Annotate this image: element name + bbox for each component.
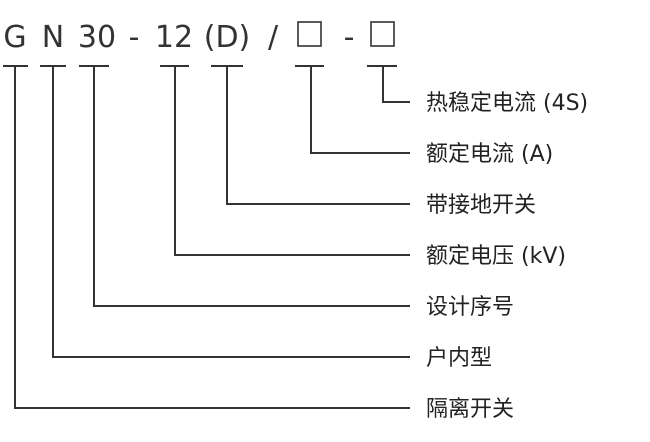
code-dash-2: - bbox=[344, 20, 355, 55]
label-rated-voltage: 额定电压 (kV) bbox=[426, 244, 566, 269]
labels: 热稳定电流 (4S) 额定电流 (A) 带接地开关 额定电压 (kV) 设计序号… bbox=[426, 91, 588, 422]
code-30: 30 bbox=[78, 20, 116, 55]
leader-grounding-switch bbox=[226, 66, 410, 205]
label-disconnect-switch: 隔离开关 bbox=[426, 397, 514, 422]
leader-rated-voltage bbox=[174, 66, 410, 256]
leader-indoor-type bbox=[52, 66, 410, 358]
code-slash: / bbox=[268, 20, 279, 55]
leader-thermal-current bbox=[382, 66, 410, 103]
code-row: G N 30 - 12 (D) / - bbox=[3, 20, 395, 55]
code-12: 12 bbox=[155, 20, 193, 55]
code-n: N bbox=[42, 20, 64, 55]
code-g: G bbox=[3, 20, 26, 55]
leader-design-number bbox=[93, 66, 410, 307]
label-design-number: 设计序号 bbox=[426, 295, 514, 320]
leader-lines bbox=[14, 66, 410, 409]
label-thermal-current: 热稳定电流 (4S) bbox=[426, 91, 588, 116]
code-box-2 bbox=[370, 21, 395, 47]
leader-disconnect-switch bbox=[14, 66, 410, 409]
leader-rated-current bbox=[310, 66, 410, 154]
code-dash-1: - bbox=[129, 20, 140, 55]
label-rated-current: 额定电流 (A) bbox=[426, 142, 553, 167]
code-d: (D) bbox=[204, 20, 251, 55]
code-box-1 bbox=[297, 21, 322, 47]
label-grounding-switch: 带接地开关 bbox=[426, 193, 536, 218]
label-indoor-type: 户内型 bbox=[426, 346, 492, 371]
